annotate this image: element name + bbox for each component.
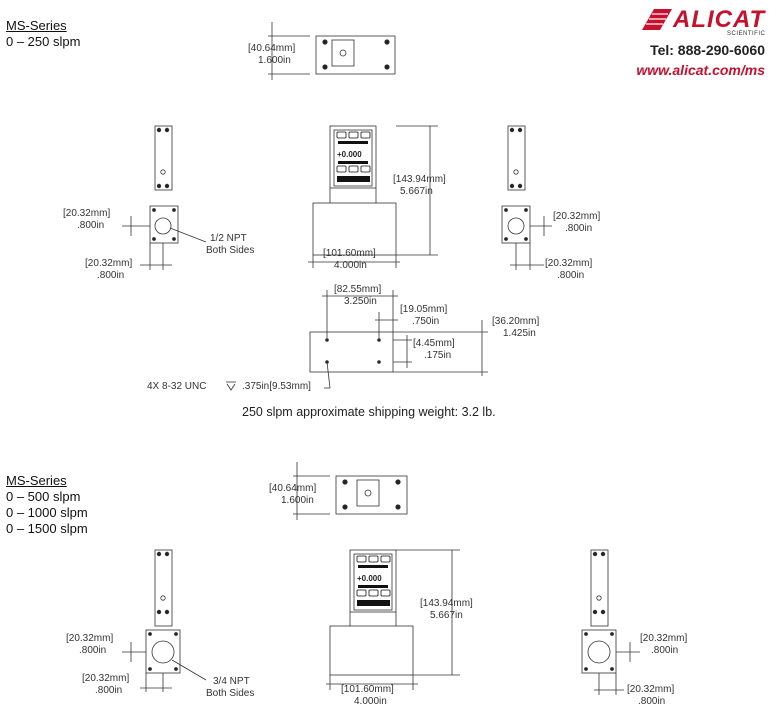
width-dim-in: 4.000in [334, 260, 367, 271]
npt-label: 1/2 NPT [210, 233, 247, 244]
meter-face-1 [336, 131, 371, 182]
right-hdim-in-2: .800in [638, 696, 666, 707]
width-dim-mm-2: [101.60mm] [341, 684, 394, 695]
website-link[interactable]: www.alicat.com/ms [636, 62, 765, 78]
phone-number: Tel: 888-290-6060 [650, 42, 765, 58]
right-vdim-mm-2: [20.32mm] [640, 633, 688, 644]
width-dim-in-2: 4.000in [354, 696, 387, 707]
right-hdim-in: .800in [557, 270, 585, 281]
base-dim-2-mm: [19.05mm] [400, 304, 448, 315]
top-dim-in: 1.600in [258, 55, 291, 66]
range-item: 0 – 500 slpm [6, 489, 81, 504]
npt-label-2: 3/4 NPT [213, 676, 250, 687]
top-view-body-2 [335, 475, 408, 515]
meter-head [329, 125, 377, 189]
alicat-logo-icon [642, 9, 672, 30]
height-dim-mm: [143.94mm] [393, 174, 446, 185]
base-dim-1-in: 3.250in [344, 296, 377, 307]
range-item: 0 – 250 slpm [6, 34, 81, 49]
top-dim-in-2: 1.600in [281, 495, 314, 506]
series-name: MS-Series [6, 473, 67, 488]
brand-subtitle: SCIENTIFIC [727, 31, 766, 37]
top-view-display [331, 39, 355, 67]
left-vdim-mm-2: [20.32mm] [66, 633, 114, 644]
meter-face-2 [356, 555, 391, 606]
height-dim-in: 5.667in [400, 186, 433, 197]
base-dim-4-in: 1.425in [503, 328, 536, 339]
base-dim-3-mm: [4.45mm] [413, 338, 455, 349]
top-view-body [315, 35, 396, 75]
left-vdim-in: .800in [77, 220, 105, 231]
meter-reading-1: +0.000 [337, 150, 362, 159]
right-hdim-mm-2: [20.32mm] [627, 684, 675, 695]
right-vdim-mm: [20.32mm] [553, 211, 601, 222]
range-item: 0 – 1500 slpm [6, 521, 88, 536]
series-title-2: MS-Series 0 – 500 slpm 0 – 1000 slpm 0 –… [6, 473, 88, 537]
left-side-block [149, 205, 179, 244]
base-dim-2-in: .750in [412, 316, 440, 327]
top-dim-mm: [40.64mm] [248, 43, 296, 54]
left-hdim-in: .800in [97, 270, 125, 281]
series-name: MS-Series [6, 18, 67, 33]
meter-head-2 [349, 549, 397, 613]
left-side-stack [154, 125, 173, 191]
height-dim-in-2: 5.667in [430, 610, 463, 621]
base-dim-4-mm: [36.20mm] [492, 316, 540, 327]
top-dim-mm-2: [40.64mm] [269, 483, 317, 494]
range-item: 0 – 1000 slpm [6, 505, 88, 520]
meter-base [312, 202, 397, 256]
brand-logo: ALICAT [673, 6, 766, 33]
left-hdim-in-2: .800in [95, 685, 123, 696]
right-hdim-mm: [20.32mm] [545, 258, 593, 269]
shipping-weight: 250 slpm approximate shipping weight: 3.… [242, 405, 496, 419]
base-dim-3-in: .175in [424, 350, 452, 361]
left-vdim-in-2: .800in [79, 645, 107, 656]
base-dim-1-mm: [82.55mm] [334, 284, 382, 295]
width-dim-mm: [101.60mm] [323, 248, 376, 259]
series-title-1: MS-Series 0 – 250 slpm [6, 18, 80, 50]
left-hdim-mm-2: [20.32mm] [82, 673, 130, 684]
left-vdim-mm: [20.32mm] [63, 208, 111, 219]
meter-reading-2: +0.000 [357, 574, 382, 583]
thread-depth: .375in[9.53mm] [242, 381, 311, 392]
meter-base-2 [329, 625, 414, 676]
thread-note: 4X 8-32 UNC [147, 381, 207, 392]
left-hdim-mm: [20.32mm] [85, 258, 133, 269]
right-vdim-in: .800in [565, 223, 593, 234]
depth-symbol-icon [226, 381, 236, 391]
right-vdim-in-2: .800in [651, 645, 679, 656]
npt-note-2: Both Sides [206, 688, 255, 699]
height-dim-mm-2: [143.94mm] [420, 598, 473, 609]
npt-note: Both Sides [206, 245, 255, 256]
base-bottom-view [309, 331, 394, 373]
